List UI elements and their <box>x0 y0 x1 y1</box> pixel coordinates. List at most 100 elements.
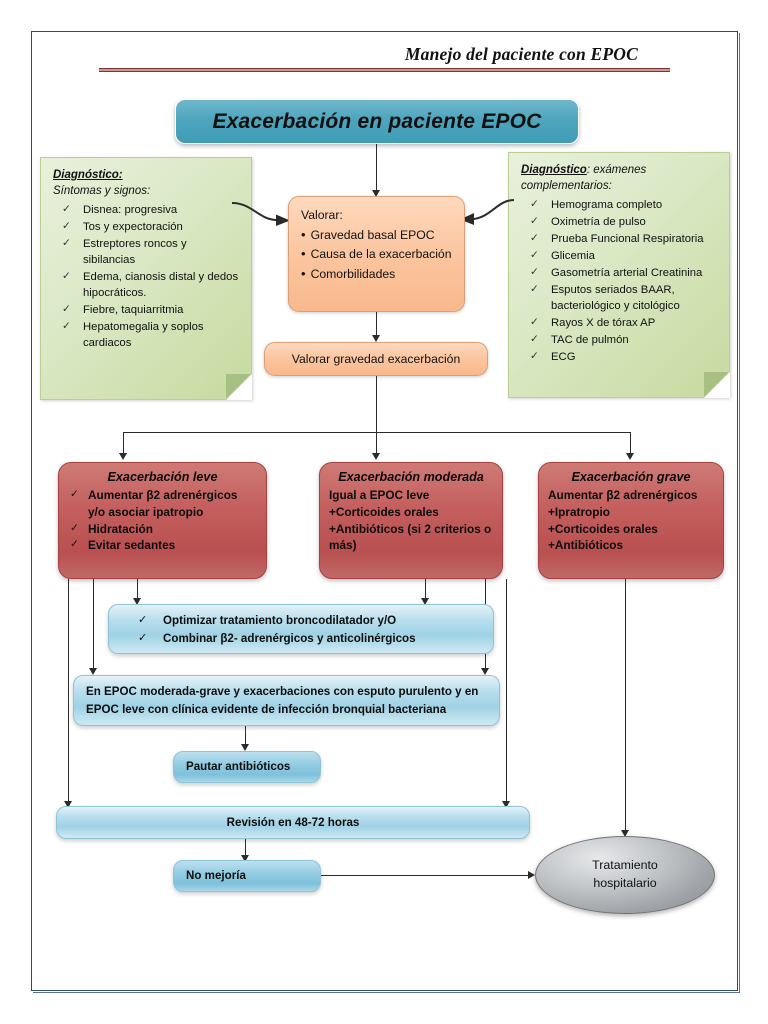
valorar-title: Valorar: <box>301 208 343 222</box>
list-item-label: Prueba Funcional Respiratoria <box>551 232 704 245</box>
hospital-line2: hospitalario <box>593 876 657 890</box>
note-left-list: ✓Disnea: progresiva ✓Tos y expectoración… <box>53 202 241 351</box>
note-right-lead-bold: Diagnóstico <box>521 164 587 176</box>
valorar-box: Valorar: Gravedad basal EPOC Causa de la… <box>288 196 465 312</box>
check-icon: ✓ <box>62 202 71 215</box>
severity-grave-line: +Ipratropio <box>548 504 610 519</box>
list-item-label: Combinar β2- adrenérgicos y anticolinérg… <box>163 631 416 645</box>
connector-revision-nomejoria <box>245 839 247 859</box>
connector-moderada-revision <box>506 579 508 804</box>
arrow-header-valorar <box>372 190 381 197</box>
hospital-label-wrap: Tratamiento hospitalario <box>592 857 658 893</box>
list-item: ✓ Combinar β2- adrenérgicos y anticolinér… <box>121 630 481 648</box>
arrow-bus-moderada <box>372 453 381 460</box>
arrow-moderada-criterio <box>481 668 490 675</box>
gravedad-label: Valorar gravedad exacerbación <box>291 351 461 366</box>
list-item-label: ECG <box>551 351 576 363</box>
hospital-ellipse: Tratamiento hospitalario <box>535 836 715 914</box>
list-item-label: TAC de pulmón <box>551 333 629 346</box>
list-item-label: Edema, cianosis distal y dedos hipocráti… <box>83 270 239 299</box>
list-item-label: Optimizar tratamiento broncodilatador y/… <box>163 614 397 627</box>
revision-label: Revisión en 48-72 horas <box>226 815 360 829</box>
list-item-label: Evitar sedantes <box>88 538 176 553</box>
list-item: ✓Esputos seriados BAAR, bacteriológico y… <box>521 282 719 314</box>
arrow-leve-criterio <box>89 668 98 675</box>
check-icon: ✓ <box>530 315 539 328</box>
check-icon: ✓ <box>70 488 79 500</box>
list-item-label: Glicemia <box>551 249 595 262</box>
severity-grave-line: Aumentar β2 adrenérgicos <box>548 488 698 502</box>
connector-grave-hospital <box>625 579 627 833</box>
list-item-label: Disnea: progresiva <box>83 203 178 216</box>
connector-left-note-valorar <box>231 202 290 226</box>
list-item-label: Hepatomegalia y soplos cardiacos <box>83 320 204 349</box>
no-mejoria-box: No mejoría <box>173 860 321 892</box>
arrow-nomejoria-hospital <box>528 871 535 879</box>
arrow-valorar-gravedad <box>372 335 381 342</box>
list-item-label: Gasometría arterial Creatinina <box>551 266 703 279</box>
criterio-box: En EPOC moderada-grave y exacerbaciones … <box>73 675 500 726</box>
pautar-box: Pautar antibióticos <box>173 751 321 783</box>
note-diagnostico-examenes: Diagnóstico: exámenes complementarios: ✓… <box>508 152 730 398</box>
note-right-list: ✓Hemograma completo ✓Oximetría de pulso … <box>521 197 719 365</box>
severity-grave-line: +Corticoides orales <box>548 521 658 536</box>
list-item: ✓ Hemograma completo <box>521 197 719 213</box>
severity-leve-list: ✓ Aumentar β2 adrenérgicos y/o asociar ip… <box>68 487 257 554</box>
list-item: ✓ Edema, cianosis distal y dedos hipocrát… <box>53 269 241 301</box>
valorar-list: Gravedad basal EPOC Causa de la exacerba… <box>301 225 452 284</box>
connector-leve-optimizar <box>137 579 139 601</box>
arrow-bus-leve <box>119 453 128 460</box>
list-item: ✓ Prueba Funcional Respiratoria <box>521 231 719 247</box>
note-fold <box>704 372 729 397</box>
arrow-bus-grave <box>626 453 635 460</box>
list-item: ✓Estreptores roncos y sibilancias <box>53 236 241 268</box>
list-item: ✓Optimizar tratamiento broncodilatador y… <box>121 612 481 630</box>
connector-bus-grave <box>630 432 632 456</box>
severity-moderada-title: Exacerbación moderada <box>338 470 484 484</box>
severity-leve-title: Exacerbación leve <box>107 470 218 484</box>
list-item: ✓Oximetría de pulso <box>521 214 719 230</box>
check-icon: ✓ <box>530 231 539 244</box>
list-item: ✓ ECG <box>521 349 719 365</box>
severity-moderada-line: +Corticoides orales <box>329 504 439 519</box>
check-icon: ✓ <box>530 350 539 362</box>
check-icon: ✓ <box>530 197 539 210</box>
list-item-label: Fiebre, taquiarritmia <box>83 303 184 316</box>
severity-box-grave: Exacerbación grave Aumentar β2 adrenérgi… <box>538 462 724 579</box>
revision-box: Revisión en 48-72 horas <box>56 806 530 839</box>
connector-bus-leve <box>123 432 125 456</box>
note-right-lead: Diagnóstico: exámenes complementarios: <box>521 163 719 195</box>
connector-nomejoria-hospital <box>321 875 531 877</box>
list-item-label: Aumentar β2 adrenérgicos y/o asociar ipa… <box>88 488 238 519</box>
page-title: Manejo del paciente con EPOC <box>404 44 638 64</box>
check-icon: ✓ <box>70 538 79 551</box>
list-item-label: Hemograma completo <box>551 198 663 211</box>
list-item: ✓ Evitar sedantes <box>68 537 257 554</box>
list-item: ✓ Aumentar β2 adrenérgicos y/o asociar ip… <box>68 487 257 521</box>
check-icon: ✓ <box>62 219 71 232</box>
list-item-label: Estreptores roncos y sibilancias <box>83 237 187 266</box>
pautar-label: Pautar antibióticos <box>186 760 291 774</box>
note-left-subtitle: Síntomas y signos: <box>53 184 151 197</box>
list-item: ✓ Disnea: progresiva <box>53 202 241 218</box>
connector-criterio-pautar <box>245 726 247 748</box>
severity-box-moderada: Exacerbación moderada Igual a EPOC leve … <box>319 462 503 579</box>
list-item: ✓Glicemia <box>521 248 719 264</box>
connector-valorar-gravedad <box>376 312 378 338</box>
connector-header-valorar <box>376 144 378 192</box>
title-rule <box>99 68 670 72</box>
note-diagnostico-sintomas: Diagnóstico: Síntomas y signos: ✓ Disnea:… <box>40 157 252 400</box>
check-icon: ✓ <box>138 631 148 644</box>
check-icon: ✓ <box>62 319 71 332</box>
severity-box-leve: Exacerbación leve ✓ Aumentar β2 adrenérgi… <box>58 462 267 579</box>
optimizar-box: ✓ Optimizar tratamiento broncodilatador y… <box>108 604 494 654</box>
connector-bus-moderada <box>376 432 378 456</box>
arrow-moderada-revision <box>502 801 511 808</box>
note-left-lead-bold: Diagnóstico: <box>53 169 123 181</box>
connector-leve-revision <box>68 579 70 804</box>
connector-moderada-optimizar <box>425 579 427 601</box>
check-icon: ✓ <box>62 269 71 282</box>
severity-moderada-line: Igual a EPOC leve <box>329 488 430 502</box>
arrow-grave-hospital <box>621 830 630 837</box>
